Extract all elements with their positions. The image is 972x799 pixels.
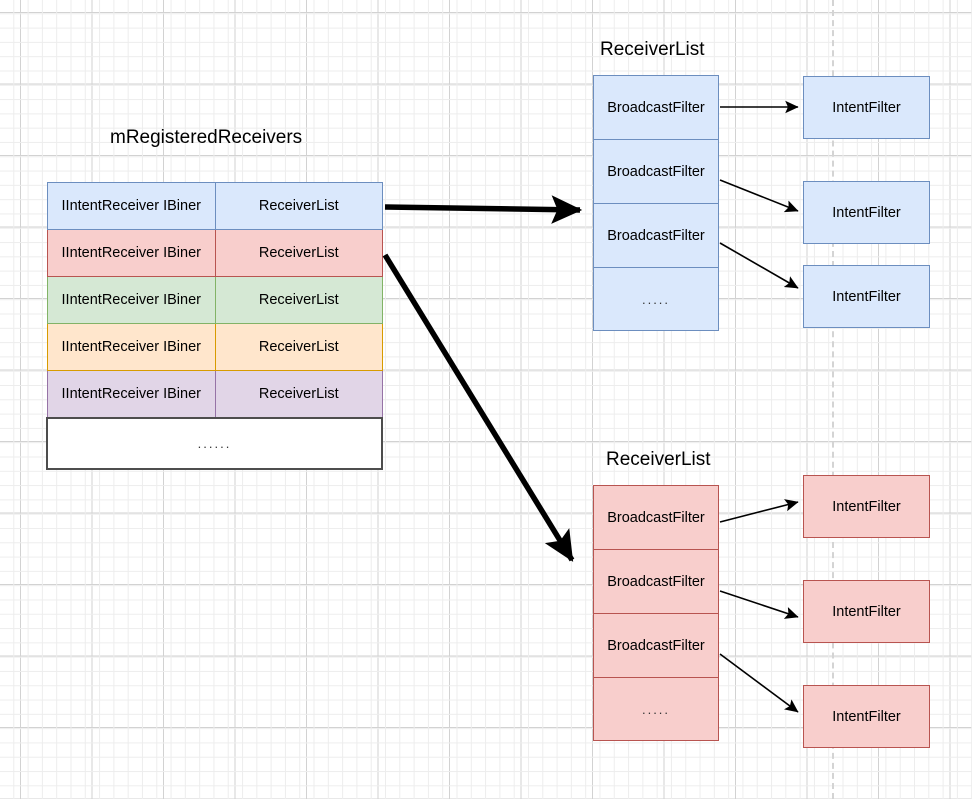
table-row[interactable]: IIntentReceiver IBiner ReceiverList — [46, 229, 383, 277]
map-value-cell: ReceiverList — [215, 182, 383, 230]
map-key-cell: IIntentReceiver IBiner — [46, 370, 217, 418]
map-ellipsis-cell: ...... — [46, 416, 383, 470]
map-value-cell: ReceiverList — [215, 229, 383, 277]
receiver-list-stack-bottom: BroadcastFilter BroadcastFilter Broadcas… — [593, 485, 719, 741]
intent-filter-box[interactable]: IntentFilter — [803, 685, 930, 748]
page-break-line — [832, 0, 834, 799]
receiver-list-title-top: ReceiverList — [600, 39, 705, 60]
broadcast-filter-cell[interactable]: BroadcastFilter — [593, 549, 719, 613]
table-row[interactable]: IIntentReceiver IBiner ReceiverList — [46, 323, 383, 371]
intent-filter-box[interactable]: IntentFilter — [803, 76, 930, 139]
arrow-map-to-receiverlist-bottom — [382, 253, 575, 562]
arrow-broadcastfilter-to-intentfilter — [719, 653, 799, 713]
broadcast-filter-cell[interactable]: BroadcastFilter — [593, 75, 719, 139]
map-value-cell: ReceiverList — [215, 276, 383, 324]
table-row[interactable]: IIntentReceiver IBiner ReceiverList — [46, 370, 383, 418]
broadcast-filter-cell[interactable]: BroadcastFilter — [593, 139, 719, 203]
intent-filter-box[interactable]: IntentFilter — [803, 181, 930, 244]
arrow-broadcastfilter-to-intentfilter — [719, 499, 799, 523]
table-row[interactable]: IIntentReceiver IBiner ReceiverList — [46, 276, 383, 324]
broadcast-filter-ellipsis-cell: ..... — [593, 267, 719, 331]
map-value-cell: ReceiverList — [215, 370, 383, 418]
map-key-cell: IIntentReceiver IBiner — [46, 323, 217, 371]
map-key-cell: IIntentReceiver IBiner — [46, 182, 217, 230]
intent-filter-box[interactable]: IntentFilter — [803, 580, 930, 643]
map-key-cell: IIntentReceiver IBiner — [46, 229, 217, 277]
intent-filter-box[interactable]: IntentFilter — [803, 265, 930, 328]
broadcast-filter-cell[interactable]: BroadcastFilter — [593, 613, 719, 677]
broadcast-filter-cell[interactable]: BroadcastFilter — [593, 203, 719, 267]
receiver-list-stack-top: BroadcastFilter BroadcastFilter Broadcas… — [593, 75, 719, 331]
broadcast-filter-cell[interactable]: BroadcastFilter — [593, 485, 719, 549]
arrow-map-to-receiverlist-top — [384, 195, 583, 224]
receiver-list-title-bottom: ReceiverList — [606, 449, 711, 470]
arrow-broadcastfilter-to-intentfilter — [719, 242, 799, 289]
page-title: mRegisteredReceivers — [110, 127, 303, 148]
table-row-ellipsis: ...... — [46, 416, 383, 470]
arrow-broadcastfilter-to-intentfilter — [719, 179, 799, 213]
intent-filter-box[interactable]: IntentFilter — [803, 475, 930, 538]
map-value-cell: ReceiverList — [215, 323, 383, 371]
registered-receivers-table: IIntentReceiver IBiner ReceiverList IInt… — [46, 182, 383, 470]
table-row[interactable]: IIntentReceiver IBiner ReceiverList — [46, 182, 383, 230]
map-key-cell: IIntentReceiver IBiner — [46, 276, 217, 324]
arrow-broadcastfilter-to-intentfilter — [719, 590, 799, 619]
broadcast-filter-ellipsis-cell: ..... — [593, 677, 719, 741]
